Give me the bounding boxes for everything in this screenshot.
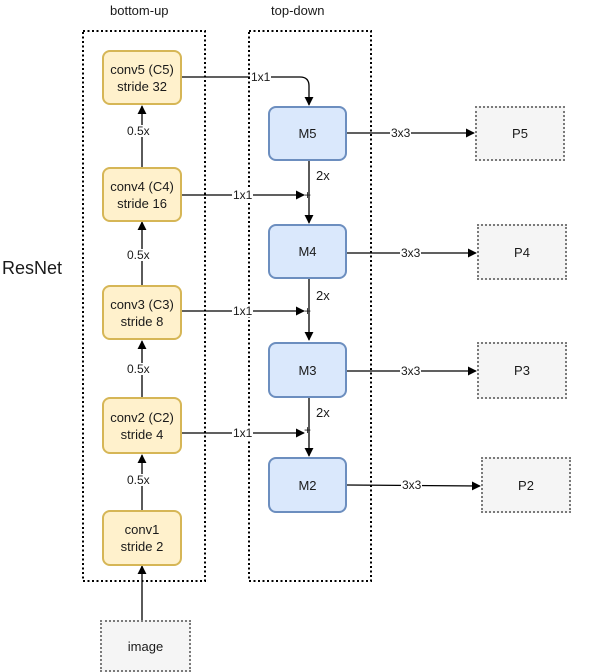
- image-node: image: [100, 620, 191, 672]
- p5-label: P5: [512, 126, 528, 141]
- top-down-group: [248, 30, 372, 582]
- upsample-label: 2x: [316, 168, 330, 183]
- conv2-stride: stride 4: [120, 426, 164, 442]
- resnet-label: ResNet: [2, 258, 63, 278]
- p4-label: P4: [514, 244, 530, 260]
- output-conv-label: 3x3: [400, 364, 422, 378]
- conv1-node: conv1 stride 2: [102, 510, 182, 566]
- lateral-label: 1x1: [232, 426, 254, 440]
- lateral-c5-to-m5: [182, 76, 314, 106]
- m5-label: M5: [298, 126, 317, 141]
- m2-label: M2: [298, 477, 317, 493]
- downsample-label: 0.5x: [126, 473, 151, 487]
- lateral-label: 1x1: [250, 70, 272, 84]
- image-label: image: [127, 638, 164, 654]
- conv4-node: conv4 (C4) stride 16: [102, 167, 182, 222]
- conv2-name: conv2 (C2): [110, 409, 174, 425]
- conv3-name: conv3 (C3): [110, 296, 174, 312]
- plus-symbol: +: [304, 188, 312, 202]
- upsample-label: 2x: [316, 288, 330, 303]
- p3-node: P3: [477, 342, 567, 399]
- m2-node: M2: [268, 457, 347, 513]
- conv1-stride: stride 2: [120, 539, 164, 554]
- m4-label: M4: [298, 244, 317, 259]
- upsample-label: 2x: [316, 405, 330, 420]
- p2-label: P2: [518, 477, 534, 493]
- p5-node: P5: [475, 106, 565, 161]
- conv3-node: conv3 (C3) stride 8: [102, 285, 182, 340]
- plus-symbol: +: [304, 423, 312, 437]
- m3-node: M3: [268, 342, 347, 398]
- m5-node: M5: [268, 106, 347, 161]
- bottom-up-header: bottom-up: [110, 3, 169, 18]
- bottom-up-group: [82, 30, 206, 582]
- output-conv-label: 3x3: [400, 246, 422, 260]
- p3-label: P3: [514, 363, 530, 378]
- conv5-name: conv5 (C5): [110, 61, 174, 77]
- top-down-header: top-down: [271, 3, 325, 18]
- conv5-stride: stride 32: [117, 78, 167, 94]
- conv3-stride: stride 8: [120, 313, 164, 329]
- downsample-label: 0.5x: [126, 248, 151, 262]
- m3-label: M3: [298, 362, 317, 378]
- p4-node: P4: [477, 224, 567, 280]
- conv1-name: conv1: [124, 522, 160, 537]
- plus-symbol: +: [304, 304, 312, 318]
- lateral-label: 1x1: [232, 304, 254, 318]
- downsample-label: 0.5x: [126, 124, 151, 138]
- conv5-node: conv5 (C5) stride 32: [102, 50, 182, 105]
- m4-node: M4: [268, 224, 347, 279]
- output-conv-label: 3x3: [401, 478, 423, 492]
- downsample-label: 0.5x: [126, 362, 151, 376]
- output-conv-label: 3x3: [390, 126, 412, 140]
- lateral-label: 1x1: [232, 188, 254, 202]
- conv2-node: conv2 (C2) stride 4: [102, 397, 182, 454]
- p2-node: P2: [481, 457, 571, 513]
- conv4-stride: stride 16: [117, 195, 167, 211]
- conv4-name: conv4 (C4): [110, 178, 174, 194]
